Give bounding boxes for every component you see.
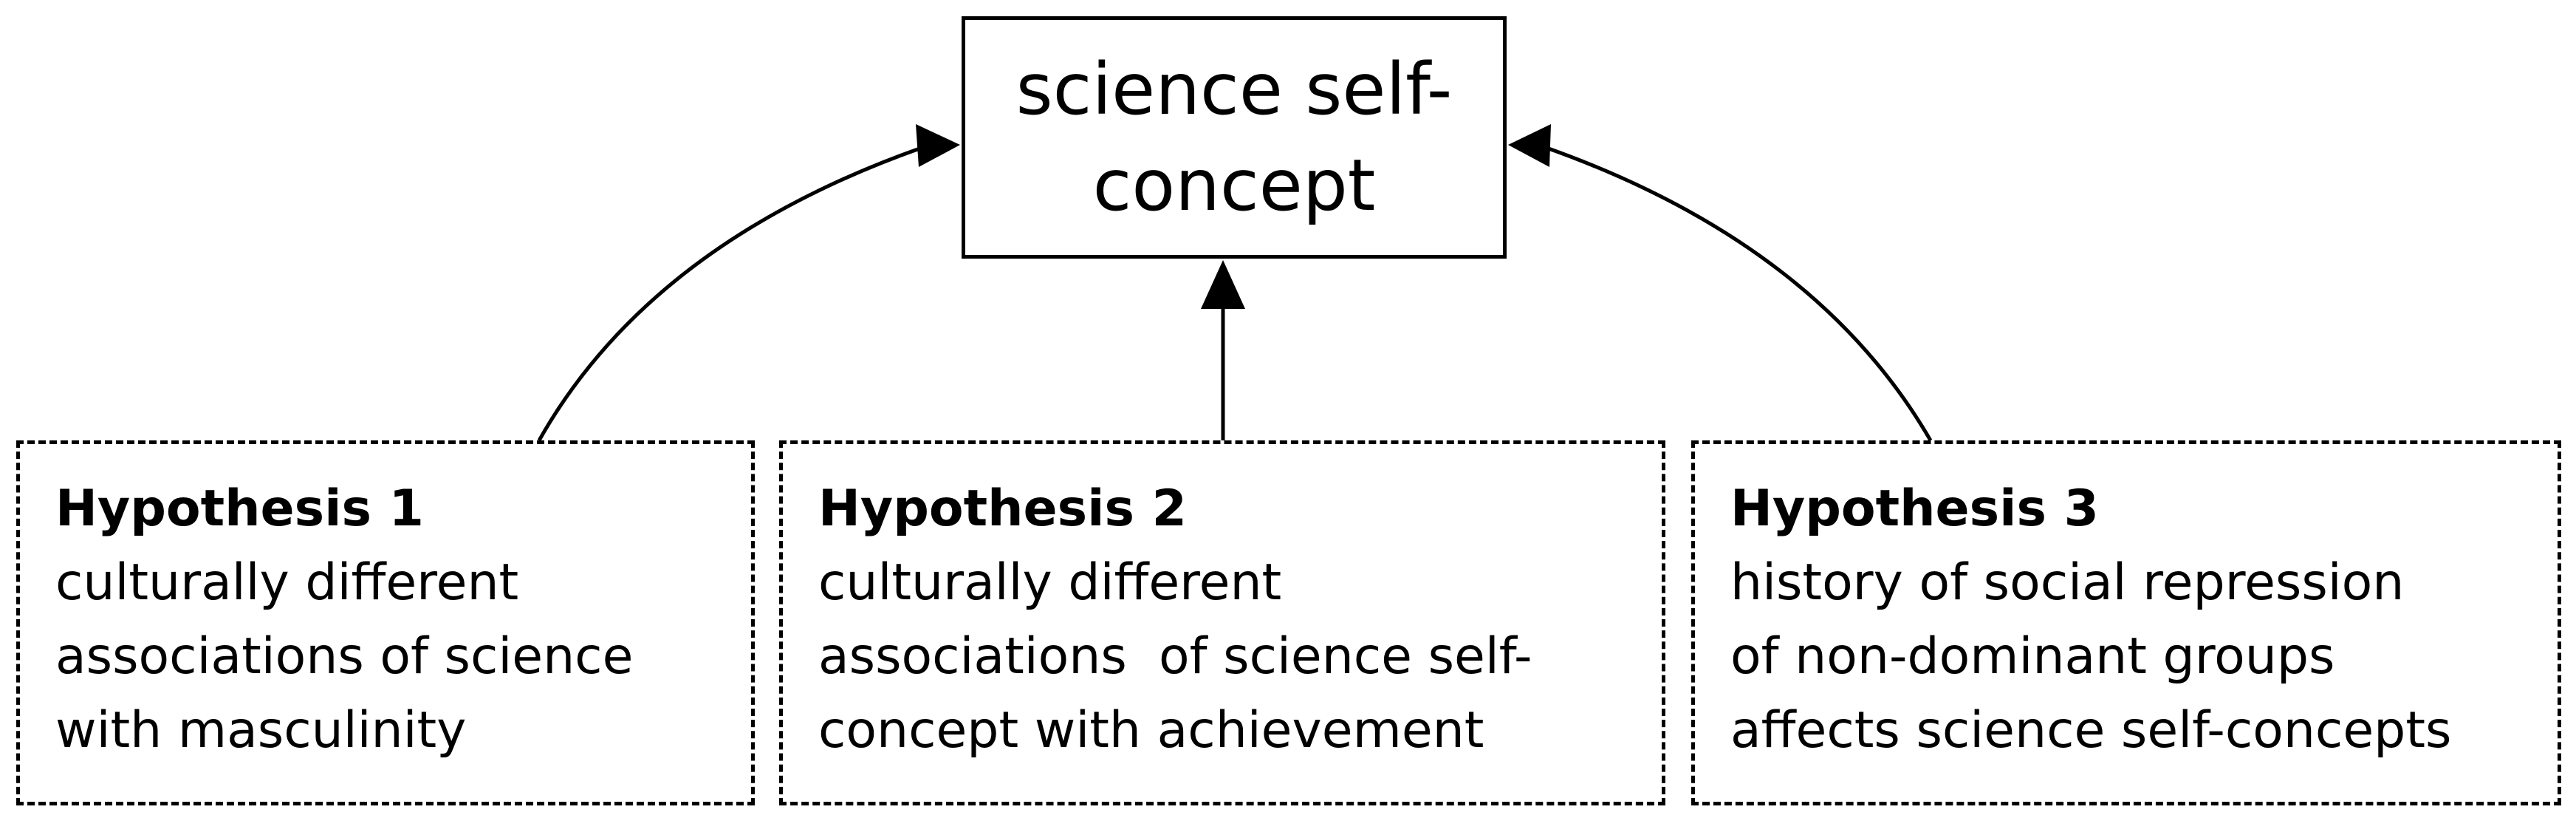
arrow-hyp3-to-central <box>1546 146 1933 442</box>
hypothesis-line: culturally different <box>55 553 519 612</box>
hypothesis-title: Hypothesis 2 <box>818 480 1187 538</box>
hypothesis-box-3: Hypothesis 3 history of social repressio… <box>1691 440 2561 805</box>
hypothesis-line: with masculinity <box>55 701 467 760</box>
central-concept-label: science self-concept <box>1015 48 1453 227</box>
hypothesis-box-1: Hypothesis 1 culturally different associ… <box>16 440 755 805</box>
hypothesis-line: associations of science self- <box>818 627 1532 686</box>
central-concept-box: science self-concept <box>962 16 1507 259</box>
arrowhead-hyp1 <box>916 124 960 167</box>
hypothesis-box-2: Hypothesis 2 culturally different associ… <box>779 440 1665 805</box>
arrow-hyp1-to-central <box>537 146 922 442</box>
hypothesis-title: Hypothesis 1 <box>55 480 424 538</box>
hypothesis-line: history of social repression <box>1730 553 2405 612</box>
hypothesis-title: Hypothesis 3 <box>1730 480 2099 538</box>
hypothesis-line: of non-dominant groups <box>1730 627 2335 686</box>
hypothesis-line: associations of science <box>55 627 634 686</box>
hypothesis-line: culturally different <box>818 553 1282 612</box>
arrowhead-hyp3 <box>1508 124 1551 167</box>
hypothesis-line: concept with achievement <box>818 701 1484 760</box>
hypothesis-line: affects science self-concepts <box>1730 701 2452 760</box>
arrowhead-hyp2 <box>1201 260 1245 309</box>
